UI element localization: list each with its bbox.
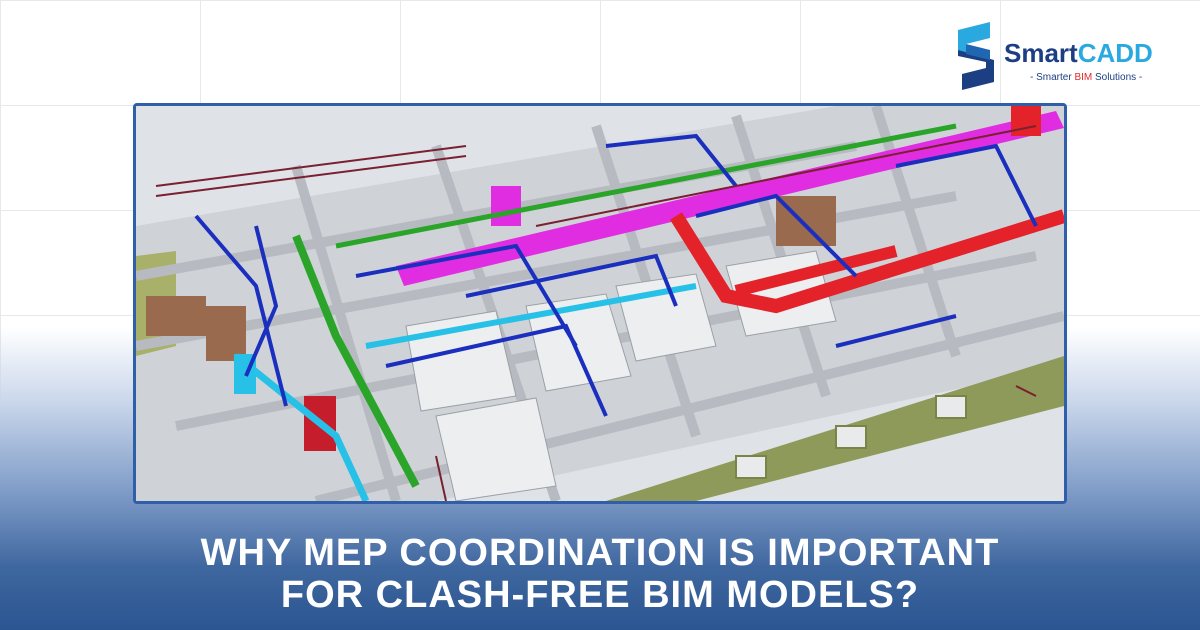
- smartcadd-logo: SmartCADD - Smarter BIM Solutions -: [952, 20, 1172, 95]
- bim-mep-model-icon: [136, 106, 1064, 501]
- logo-s-mark-icon: [958, 22, 994, 90]
- headline-line-2: FOR CLASH-FREE BIM MODELS?: [280, 574, 920, 616]
- bim-model-image: [133, 103, 1067, 504]
- headline-line-1: WHY MEP COORDINATION IS IMPORTANT: [200, 532, 1000, 574]
- logo-tagline: - Smarter BIM Solutions -: [1030, 72, 1143, 83]
- logo-wordmark: SmartCADD: [1004, 38, 1153, 68]
